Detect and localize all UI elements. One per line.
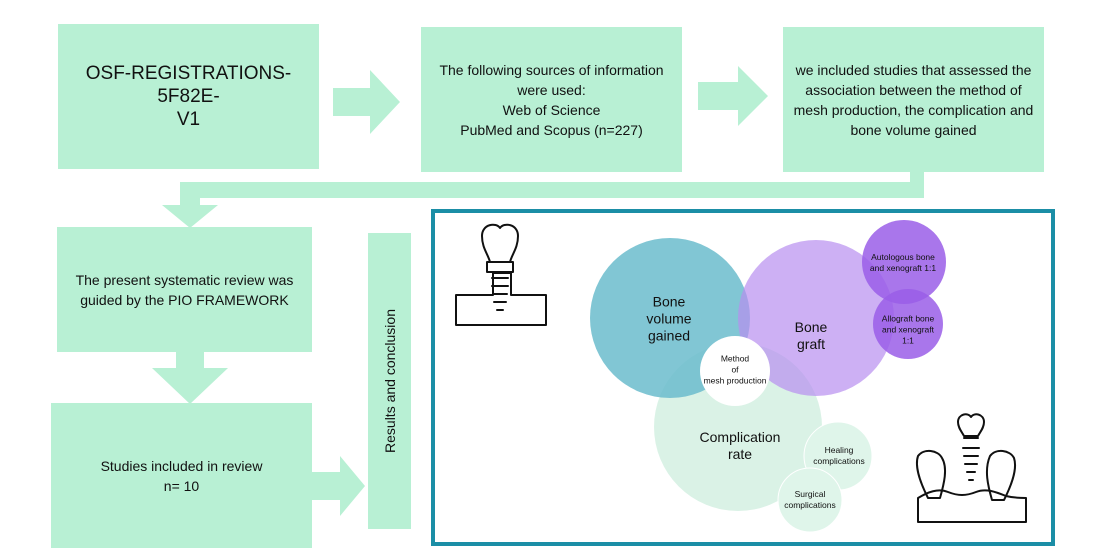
healing-label: Healing complications <box>813 445 865 466</box>
registration-box: OSF-REGISTRATIONS-5F82E- V1 <box>58 24 319 169</box>
complication-label: Complication rate <box>699 429 781 462</box>
implant-in-jaw-icon <box>916 413 1027 523</box>
autologous-label: Autologous bone and xenograft 1:1 <box>869 252 937 273</box>
registration-text: OSF-REGISTRATIONS-5F82E- V1 <box>85 63 292 130</box>
sources-text: The following sources of information wer… <box>439 61 664 138</box>
included-box: Studies included in review n= 10 <box>51 403 312 548</box>
bone-graft-label: Bone graft <box>794 319 828 352</box>
pio-box: The present systematic review was guided… <box>57 227 312 352</box>
sources-box: The following sources of information wer… <box>421 27 682 172</box>
bone-graft-circle <box>738 240 894 396</box>
method-circle <box>700 336 770 406</box>
included-text: Studies included in review n= 10 <box>100 457 263 494</box>
inclusion-text: we included studies that assessed the as… <box>793 61 1034 138</box>
dental-implant-crown-icon <box>455 223 547 326</box>
surgical-circle <box>777 467 843 533</box>
bone-volume-label: Bone volume gained <box>646 293 692 344</box>
arrow-inclusion-to-pio <box>162 170 924 228</box>
results-bar <box>368 233 411 529</box>
method-label: Method of mesh production <box>703 353 767 386</box>
allograft-label: Allograft bone and xenograft 1:1 <box>881 313 935 346</box>
autologous-circle <box>862 220 946 304</box>
arrow-registration-to-sources <box>333 70 400 134</box>
arrow-pio-to-included <box>152 350 228 404</box>
surgical-label: Surgical complications <box>784 489 836 510</box>
arrow-sources-to-inclusion <box>698 66 768 126</box>
inclusion-box: we included studies that assessed the as… <box>783 27 1044 172</box>
arrow-included-to-results <box>312 456 365 516</box>
pio-text: The present systematic review was guided… <box>75 271 294 308</box>
venn-frame <box>431 209 1055 546</box>
allograft-circle <box>873 289 943 359</box>
